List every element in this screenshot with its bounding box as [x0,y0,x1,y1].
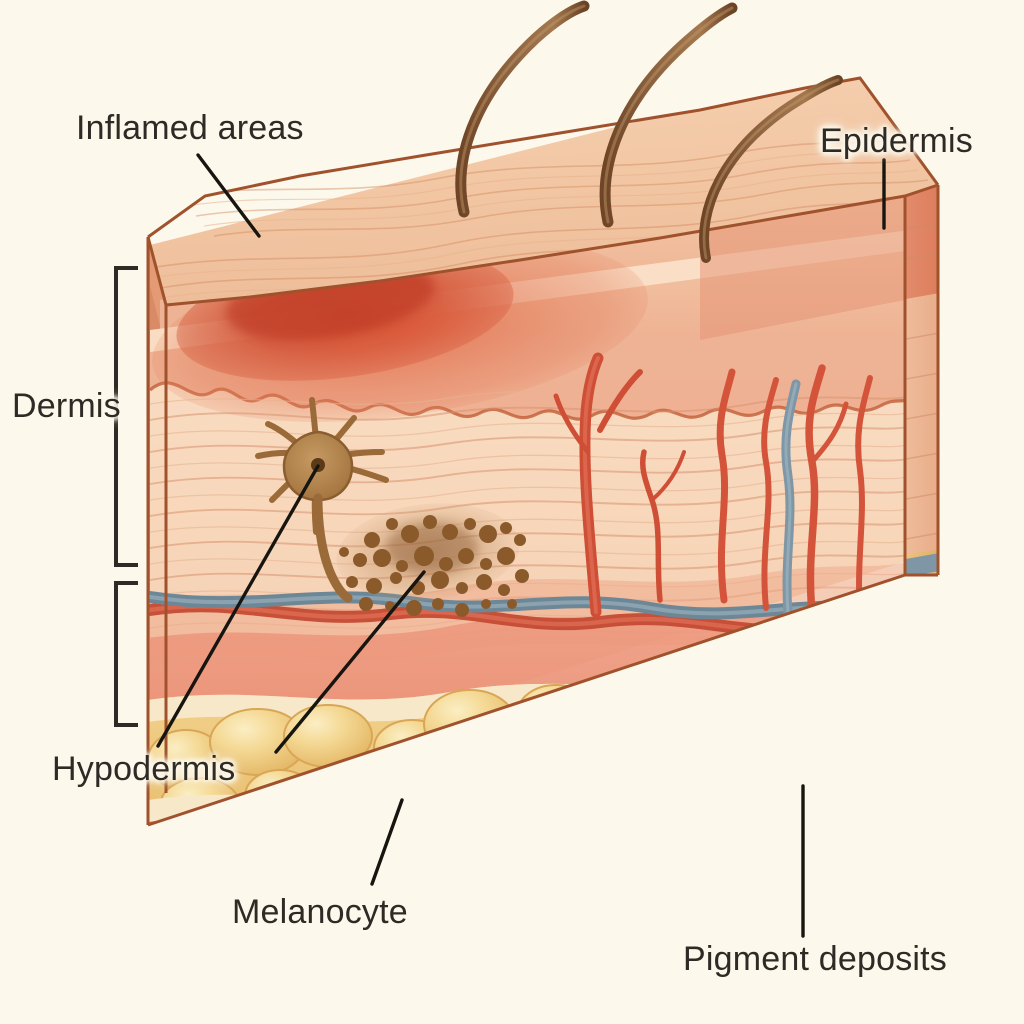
hair-shaft-2 [599,2,738,228]
label-inflamed-areas: Inflamed areas [76,109,304,147]
label-epidermis: Epidermis [820,122,973,160]
layer-brackets [114,266,138,727]
label-hypodermis: Hypodermis [52,750,236,788]
dermis-bracket [114,266,138,567]
label-pigment-deposits: Pigment deposits [683,940,948,978]
leader-pigment-in-dermis [274,570,426,754]
right-side-face [905,185,938,575]
hypodermis-bracket [114,581,138,727]
label-dermis: Dermis [12,387,121,425]
leader-lines [156,153,886,938]
label-melanocyte: Melanocyte [232,893,408,931]
leader-melanocyte [156,464,320,748]
hair-shafts [455,0,843,263]
dermal-capillaries [553,352,686,618]
right-front-vessels [700,196,905,619]
hair-shaft-3 [699,75,843,263]
leader-melanocyte-label [370,798,404,886]
leader-inflamed-areas [196,153,261,238]
hair-shaft-1 [455,0,590,218]
